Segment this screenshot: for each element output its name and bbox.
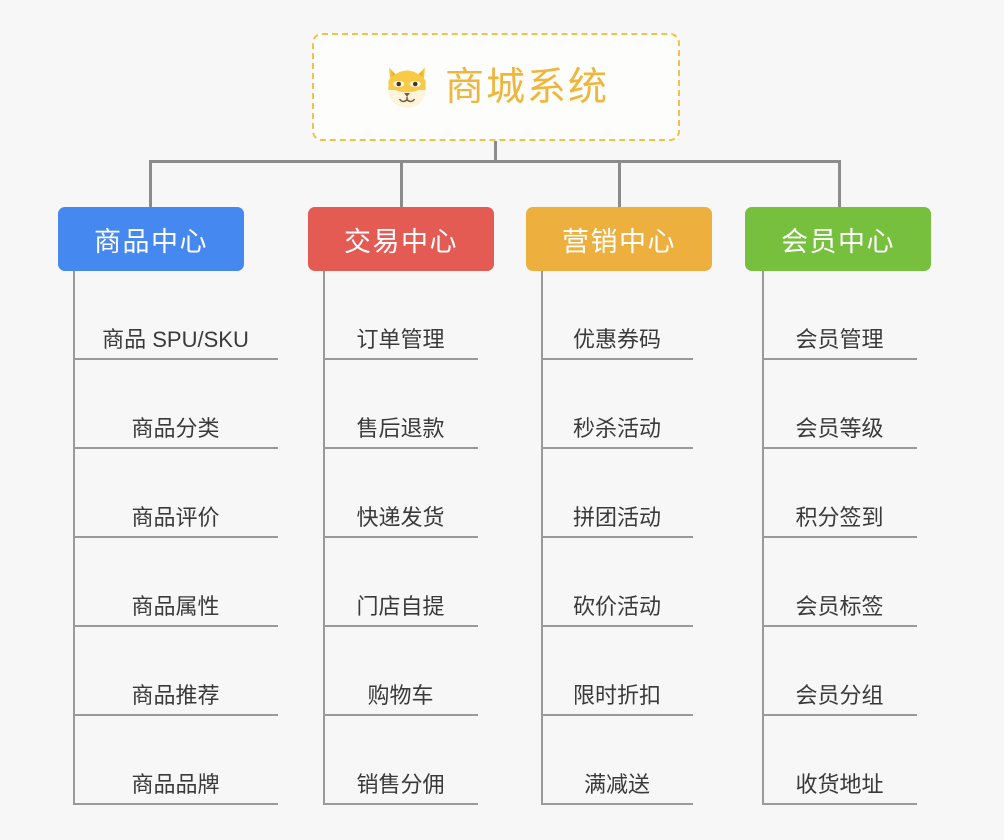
leaf-item-label: 商品属性: [131, 593, 220, 619]
leaf-item-label: 优惠券码: [572, 326, 661, 352]
leaf-item[interactable]: 订单管理: [323, 271, 478, 360]
leaf-item[interactable]: 购物车: [323, 627, 478, 716]
leaf-item[interactable]: 会员等级: [762, 360, 917, 449]
leaf-item[interactable]: 秒杀活动: [541, 360, 693, 449]
category-box-4[interactable]: 会员中心: [745, 207, 931, 271]
leaf-column-2: 订单管理售后退款快递发货门店自提购物车销售分佣: [323, 271, 478, 805]
leaf-item[interactable]: 商品分类: [73, 360, 278, 449]
category-box-1[interactable]: 商品中心: [58, 207, 244, 271]
leaf-item-label: 会员标签: [795, 593, 884, 619]
leaf-item-label: 商品 SPU/SKU: [102, 326, 249, 352]
leaf-item[interactable]: 商品评价: [73, 449, 278, 538]
connector-root-stem: [494, 141, 497, 162]
leaf-item-label: 会员等级: [795, 415, 884, 441]
leaf-item[interactable]: 快递发货: [323, 449, 478, 538]
leaf-item[interactable]: 收货地址: [762, 716, 917, 805]
leaf-item-label: 限时折扣: [572, 682, 661, 708]
leaf-item-label: 购物车: [367, 682, 434, 708]
leaf-item-label: 拼团活动: [572, 504, 661, 530]
leaf-item-label: 商品推荐: [131, 682, 220, 708]
connector-drop-1: [149, 160, 152, 208]
category-label: 营销中心: [562, 226, 676, 257]
leaf-item-label: 门店自提: [356, 593, 445, 619]
leaf-item[interactable]: 商品推荐: [73, 627, 278, 716]
leaf-item[interactable]: 拼团活动: [541, 449, 693, 538]
leaf-item[interactable]: 门店自提: [323, 538, 478, 627]
category-label: 商品中心: [94, 226, 208, 257]
leaf-item-label: 积分签到: [795, 504, 884, 530]
leaf-item[interactable]: 会员管理: [762, 271, 917, 360]
leaf-item-label: 售后退款: [356, 415, 445, 441]
root-node[interactable]: 商城系统: [312, 33, 680, 141]
category-box-3[interactable]: 营销中心: [526, 207, 712, 271]
leaf-item[interactable]: 砍价活动: [541, 538, 693, 627]
leaf-item[interactable]: 售后退款: [323, 360, 478, 449]
leaf-item[interactable]: 满减送: [541, 716, 693, 805]
leaf-item[interactable]: 积分签到: [762, 449, 917, 538]
leaf-item-label: 收货地址: [795, 771, 884, 797]
connector-drop-3: [618, 160, 621, 208]
leaf-item-label: 商品品牌: [131, 771, 220, 797]
connector-drop-4: [838, 160, 841, 208]
connector-horizontal-bus: [149, 160, 841, 163]
leaf-item[interactable]: 商品 SPU/SKU: [73, 271, 278, 360]
leaf-column-4: 会员管理会员等级积分签到会员标签会员分组收货地址: [762, 271, 917, 805]
leaf-item[interactable]: 销售分佣: [323, 716, 478, 805]
leaf-item-label: 会员分组: [795, 682, 884, 708]
leaf-spine: [541, 271, 543, 805]
leaf-item-label: 商品分类: [131, 415, 220, 441]
leaf-item-label: 快递发货: [356, 504, 445, 530]
category-label: 交易中心: [344, 226, 458, 257]
leaf-item[interactable]: 会员标签: [762, 538, 917, 627]
leaf-item-label: 会员管理: [795, 326, 884, 352]
leaf-item-label: 砍价活动: [572, 593, 661, 619]
leaf-spine: [762, 271, 764, 805]
leaf-column-3: 优惠券码秒杀活动拼团活动砍价活动限时折扣满减送: [541, 271, 693, 805]
leaf-item[interactable]: 商品品牌: [73, 716, 278, 805]
leaf-item-label: 秒杀活动: [572, 415, 661, 441]
leaf-item[interactable]: 限时折扣: [541, 627, 693, 716]
leaf-item-label: 满减送: [583, 771, 650, 797]
leaf-item-label: 商品评价: [131, 504, 220, 530]
category-label: 会员中心: [781, 226, 895, 257]
category-box-2[interactable]: 交易中心: [308, 207, 494, 271]
connector-drop-2: [400, 160, 403, 208]
leaf-item-label: 销售分佣: [356, 771, 445, 797]
leaf-column-1: 商品 SPU/SKU 商品分类商品评价商品属性商品推荐商品品牌: [73, 271, 278, 805]
leaf-item[interactable]: 商品属性: [73, 538, 278, 627]
leaf-spine: [73, 271, 75, 805]
leaf-item-label: 订单管理: [356, 326, 445, 352]
leaf-spine: [323, 271, 325, 805]
shiba-dog-icon: [388, 67, 426, 108]
leaf-item[interactable]: 优惠券码: [541, 271, 693, 360]
leaf-item[interactable]: 会员分组: [762, 627, 917, 716]
root-title: 商城系统: [444, 65, 609, 109]
